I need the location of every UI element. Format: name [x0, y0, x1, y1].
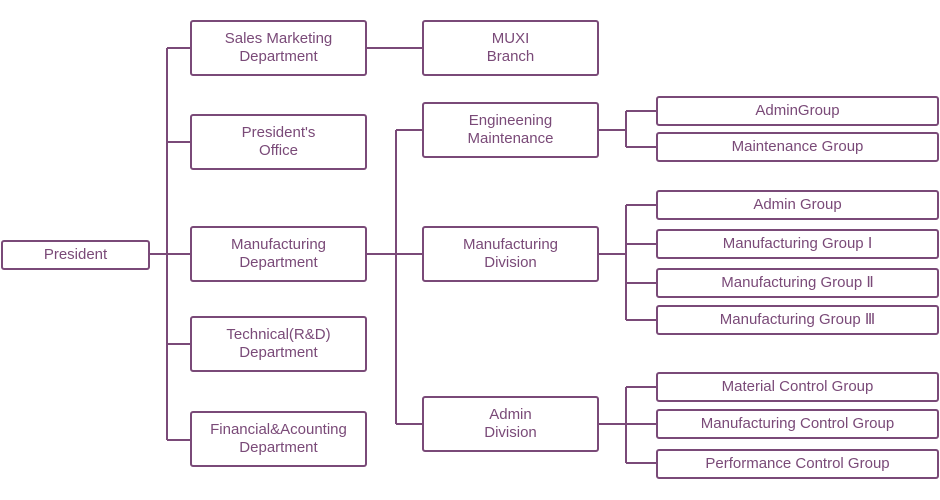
node-financial-accounting-department: Financial&Acounting Department	[190, 411, 367, 467]
node-sales-marketing-department: Sales Marketing Department	[190, 20, 367, 76]
node-mfg-admin-group: Admin Group	[656, 190, 939, 220]
node-manufacturing-department: Manufacturing Department	[190, 226, 367, 282]
node-admin-division: Admin Division	[422, 396, 599, 452]
node-manufacturing-group-3: Manufacturing Group Ⅲ	[656, 305, 939, 335]
node-manufacturing-group-2: Manufacturing Group Ⅱ	[656, 268, 939, 298]
node-engineering-maintenance: Engineening Maintenance	[422, 102, 599, 158]
node-maintenance-group: Maintenance Group	[656, 132, 939, 162]
node-manufacturing-division: Manufacturing Division	[422, 226, 599, 282]
node-president: President	[1, 240, 150, 270]
node-muxi-branch: MUXI Branch	[422, 20, 599, 76]
node-presidents-office: President's Office	[190, 114, 367, 170]
node-material-control-group: Material Control Group	[656, 372, 939, 402]
node-technical-department: Technical(R&D) Department	[190, 316, 367, 372]
node-eng-admin-group: AdminGroup	[656, 96, 939, 126]
node-manufacturing-group-1: Manufacturing Group Ⅰ	[656, 229, 939, 259]
node-performance-control-group: Performance Control Group	[656, 449, 939, 479]
node-manufacturing-control-group: Manufacturing Control Group	[656, 409, 939, 439]
